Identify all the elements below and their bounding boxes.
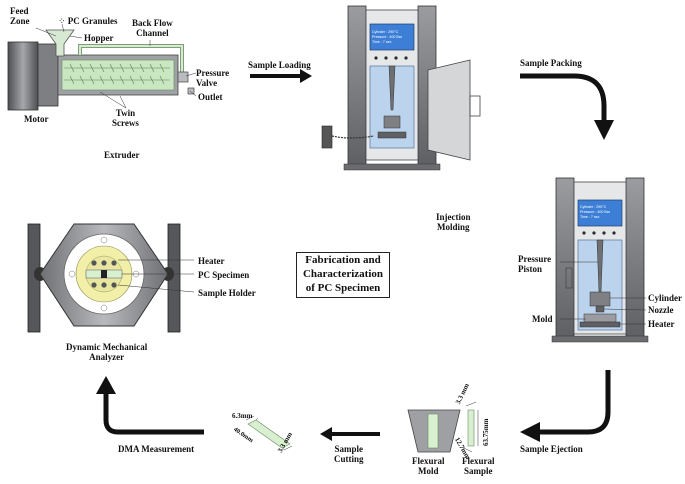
machine-top-left-column [347, 5, 367, 169]
label-hopper: Hopper [84, 33, 114, 43]
label-nozzle: Nozzle [648, 305, 674, 315]
label-sample-ejection: Sample Ejection [520, 444, 583, 454]
machine-right-screen [577, 199, 623, 227]
label-cylinder: Cylinder [648, 293, 683, 303]
flexural-sample [467, 409, 475, 447]
machine-right-nozzle [595, 305, 605, 313]
machine-right-right-column [625, 177, 645, 341]
label-pc-granules: ⁘ PC Granules [58, 16, 118, 26]
flexural-sample-bar [467, 409, 475, 447]
title-line-2: Characterization [302, 268, 384, 281]
machine-top-piston [388, 65, 396, 111]
pressure-valve [177, 71, 189, 83]
machine-right-heater [579, 321, 621, 328]
title-line-1: Fabrication and [305, 254, 381, 267]
label-dma-measurement: DMA Measurement [118, 444, 195, 454]
extruder [7, 23, 197, 111]
extruder-chamber [61, 59, 175, 91]
motor-housing [37, 43, 59, 107]
title-line-3: of PC Specimen [305, 281, 381, 294]
label-outlet: Outlet [198, 92, 223, 102]
dma-sample-holders [91, 260, 117, 288]
label-dma-sample-holder: Sample Holder [198, 288, 256, 298]
arrow-sample-cutting [320, 427, 380, 441]
label-extruder-caption: Extruder [104, 150, 140, 160]
screen-right-readout: Cylinder : 290°C Pressure : 400 Bar Time… [580, 205, 610, 219]
label-heater-injection: Heater [648, 319, 675, 329]
arrow-dma-measurement [96, 376, 204, 435]
label-sample-loading: Sample Loading [248, 60, 311, 70]
label-mold-length: 63.75mm [482, 418, 490, 446]
injection-machine-top [321, 5, 481, 171]
diagram-title-box: Fabrication and Characterization of PC S… [296, 252, 390, 298]
twin-screws [64, 63, 170, 85]
label-mold: Mold [532, 314, 553, 324]
flexural-mold [407, 409, 461, 453]
machine-right-cylinder [589, 291, 611, 307]
machine-top-screen [369, 23, 415, 51]
machine-right-mold [583, 313, 617, 323]
label-dma-heater: Heater [198, 256, 225, 266]
arrow-sample-packing [520, 73, 614, 140]
machine-right-left-column [555, 177, 575, 341]
screen-top-readout: Cylinder : 290°C Pressure : 400 Bar Time… [372, 30, 402, 44]
dma-analyzer [27, 223, 195, 333]
cut-sample-bar [247, 419, 291, 449]
machine-top-door [427, 59, 471, 161]
label-cut-width: 6.3mm [232, 412, 253, 420]
hopper [45, 29, 75, 57]
label-sample-packing: Sample Packing [520, 58, 582, 68]
flow-arrows [96, 69, 614, 442]
injection-machine-right [551, 177, 649, 343]
label-dma-pc-specimen: PC Specimen [198, 270, 250, 280]
arrow-sample-loading [250, 69, 312, 83]
cut-sample [247, 417, 291, 449]
material-feeder [321, 125, 375, 149]
outlet [187, 87, 195, 95]
mold-cavity [427, 413, 439, 449]
motor-block [7, 41, 39, 111]
label-motor: Motor [24, 114, 49, 124]
arrow-sample-ejection [520, 370, 611, 442]
